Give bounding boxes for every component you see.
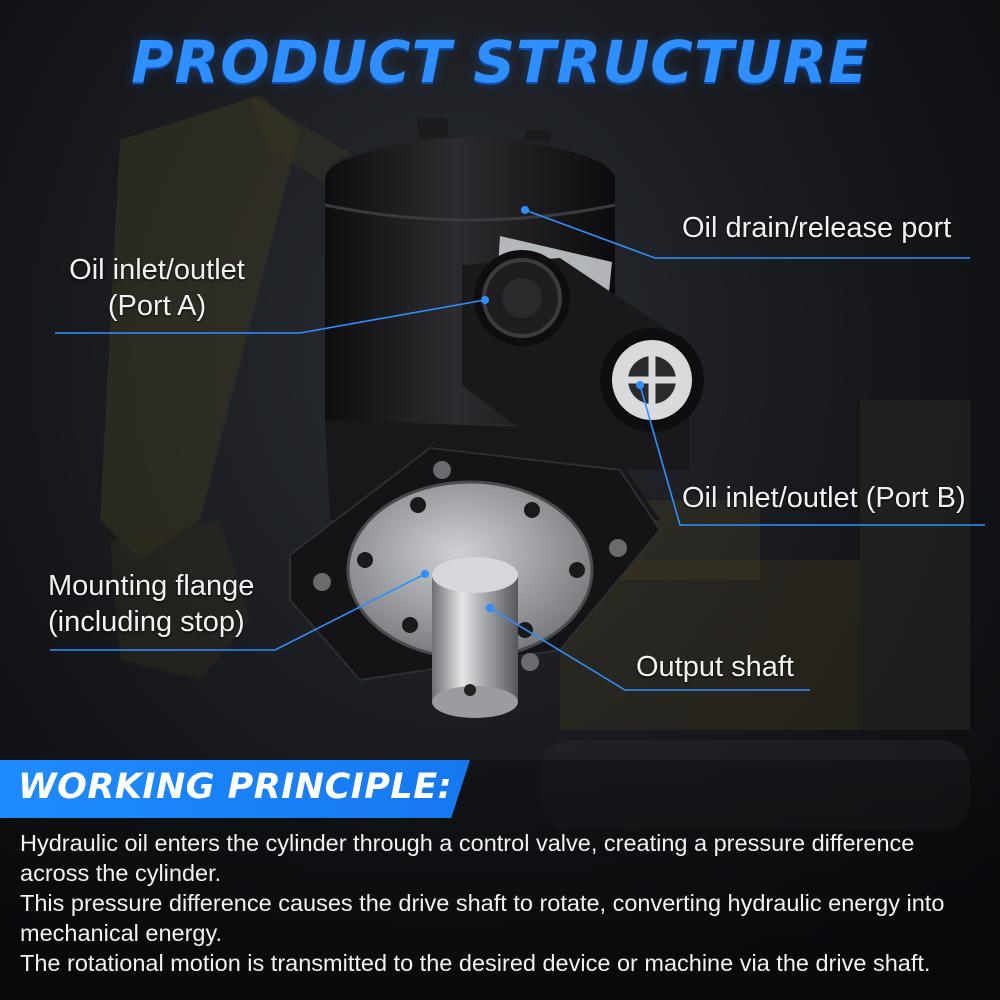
working-principle-banner [0,760,470,818]
mounting-flange-label: Mounting flange (including stop) [48,568,254,640]
principle-paragraph: Hydraulic oil enters the cylinder throug… [20,830,915,886]
output-shaft-label: Output shaft [636,651,794,683]
oil-drain-port-label: Oil drain/release port [682,212,952,244]
principle-paragraph: This pressure difference causes the driv… [20,890,945,946]
working-principle-text: Hydraulic oil enters the cylinder throug… [20,828,990,978]
port-b-label: Oil inlet/outlet (Port B) [682,482,966,514]
mounting-flange-label-line2: (including stop) [48,606,245,638]
working-principle-title: WORKING PRINCIPLE: [18,767,453,807]
principle-paragraph: The rotational motion is transmitted to … [20,950,931,976]
mounting-flange-label-line1: Mounting flange [48,570,255,602]
port-a-label-line1: Oil inlet/outlet [69,254,245,286]
port-a-label: Oil inlet/outlet (Port A) [62,252,252,324]
port-a-label-line2: (Port A) [107,290,207,322]
page-title: PRODUCT STRUCTURE [131,28,869,96]
